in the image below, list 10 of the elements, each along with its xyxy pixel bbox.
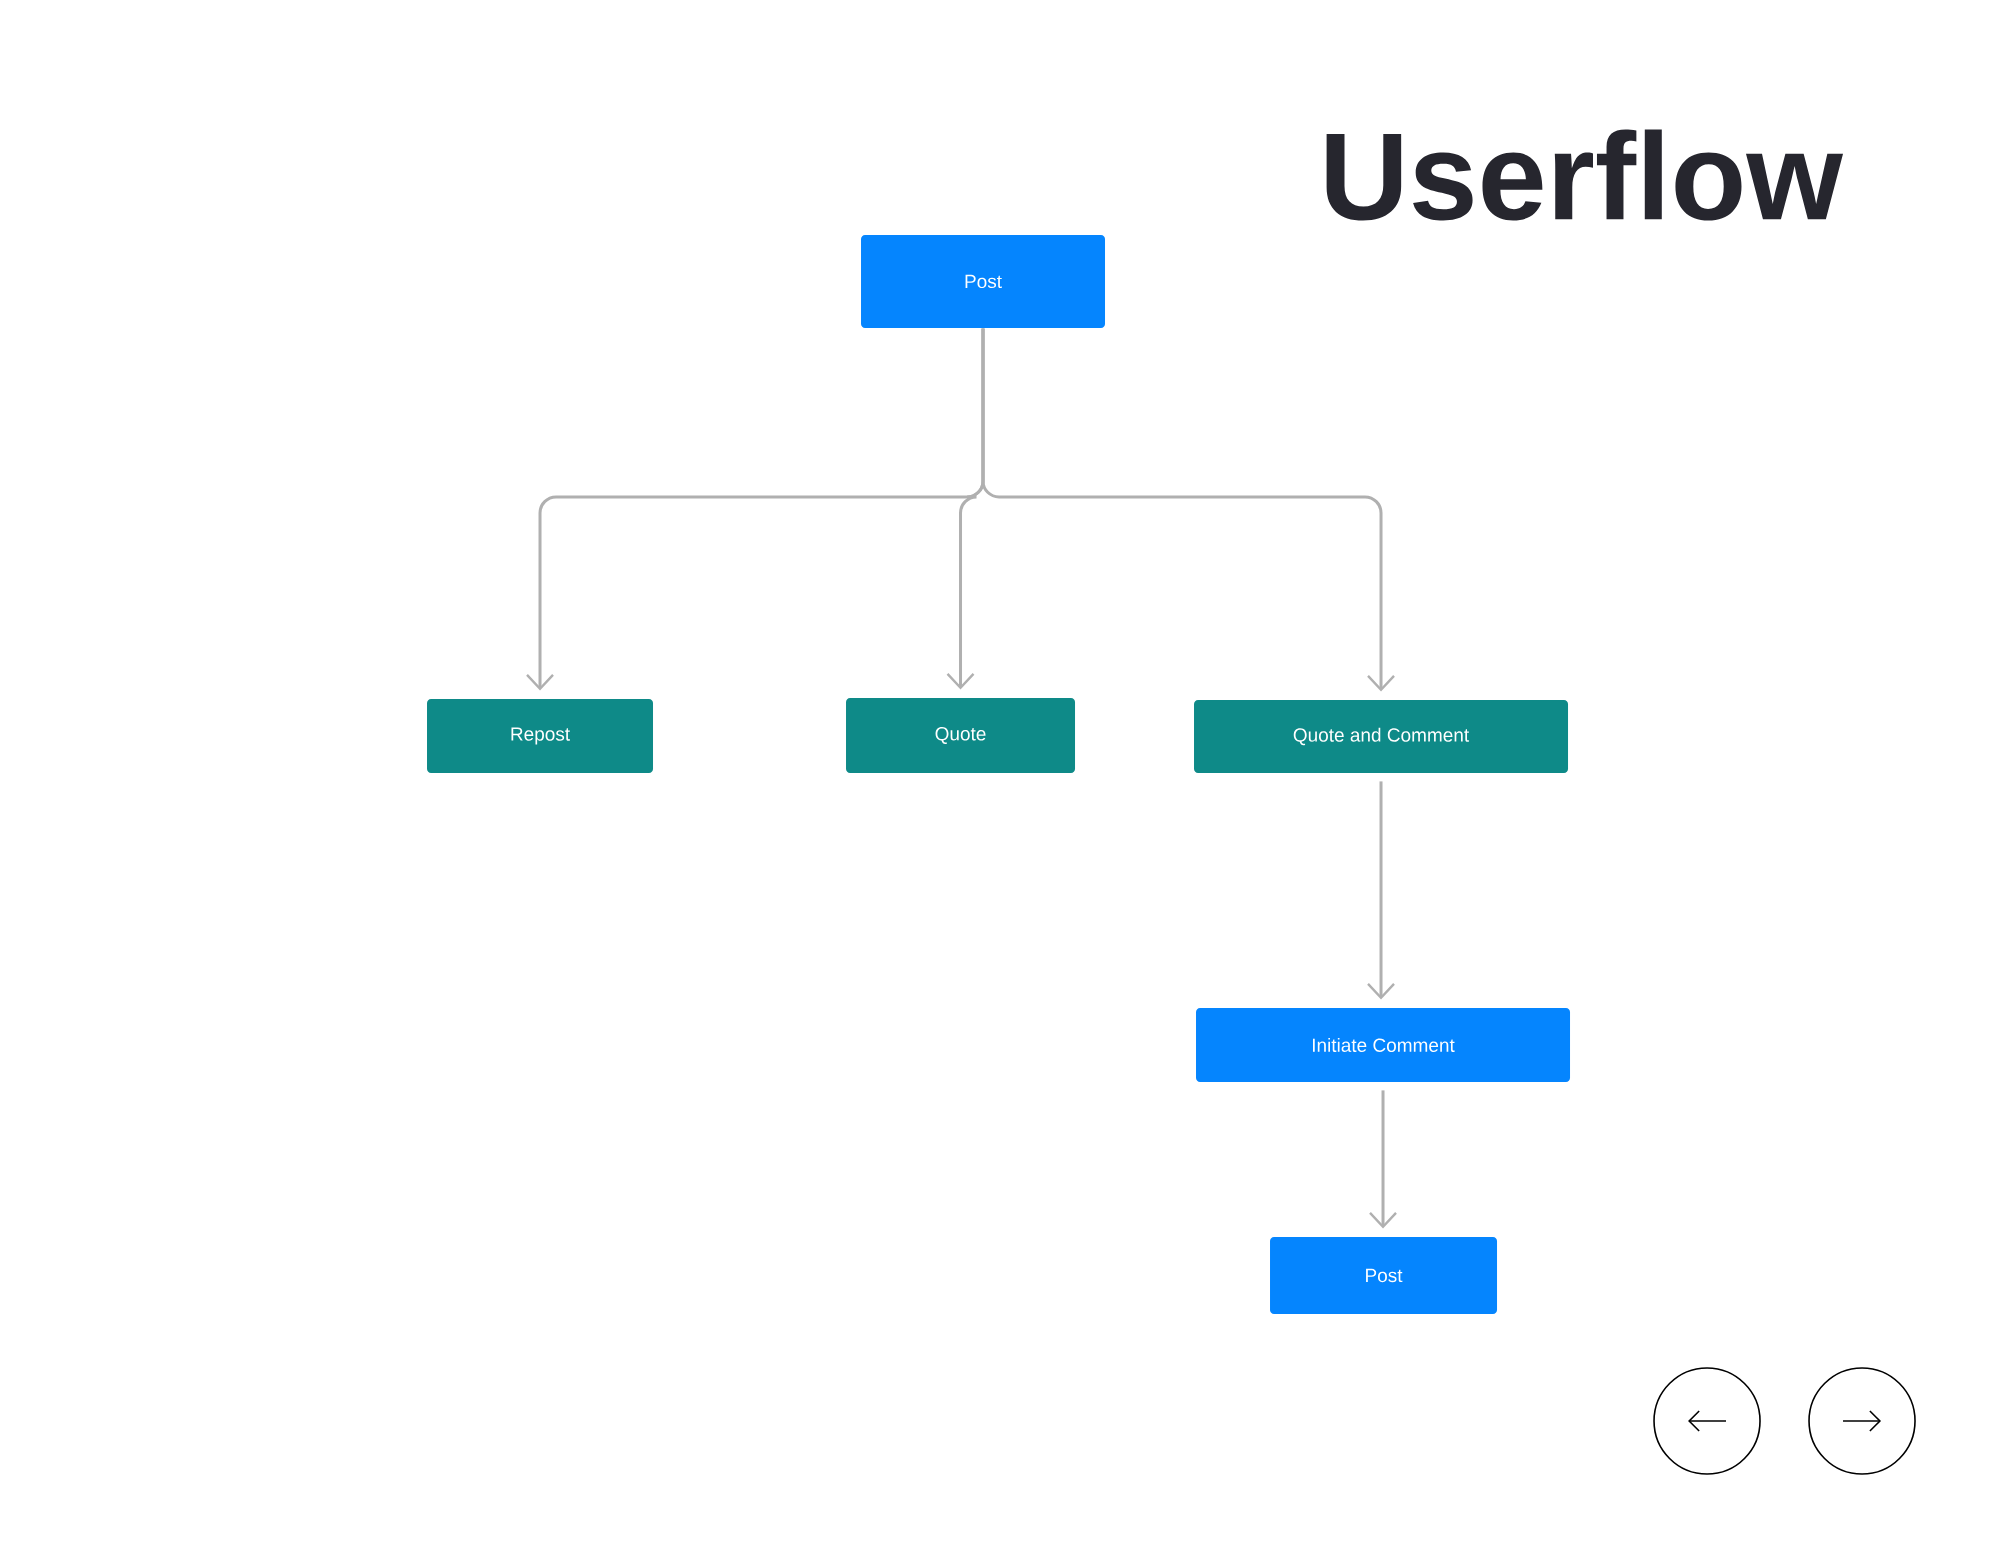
arrow	[1367, 781, 1395, 1000]
process-box: Post	[861, 235, 1105, 328]
process-box: Quote	[846, 698, 1075, 773]
title: Userflow	[1326, 129, 1844, 221]
process-box: Repost	[427, 699, 653, 773]
process-box: Post	[1270, 1237, 1497, 1314]
arrow	[1369, 1090, 1397, 1229]
process-box: Initiate Comment	[1196, 1008, 1570, 1082]
process-box: Quote and Comment	[1194, 700, 1568, 773]
arrow	[981, 328, 1395, 692]
